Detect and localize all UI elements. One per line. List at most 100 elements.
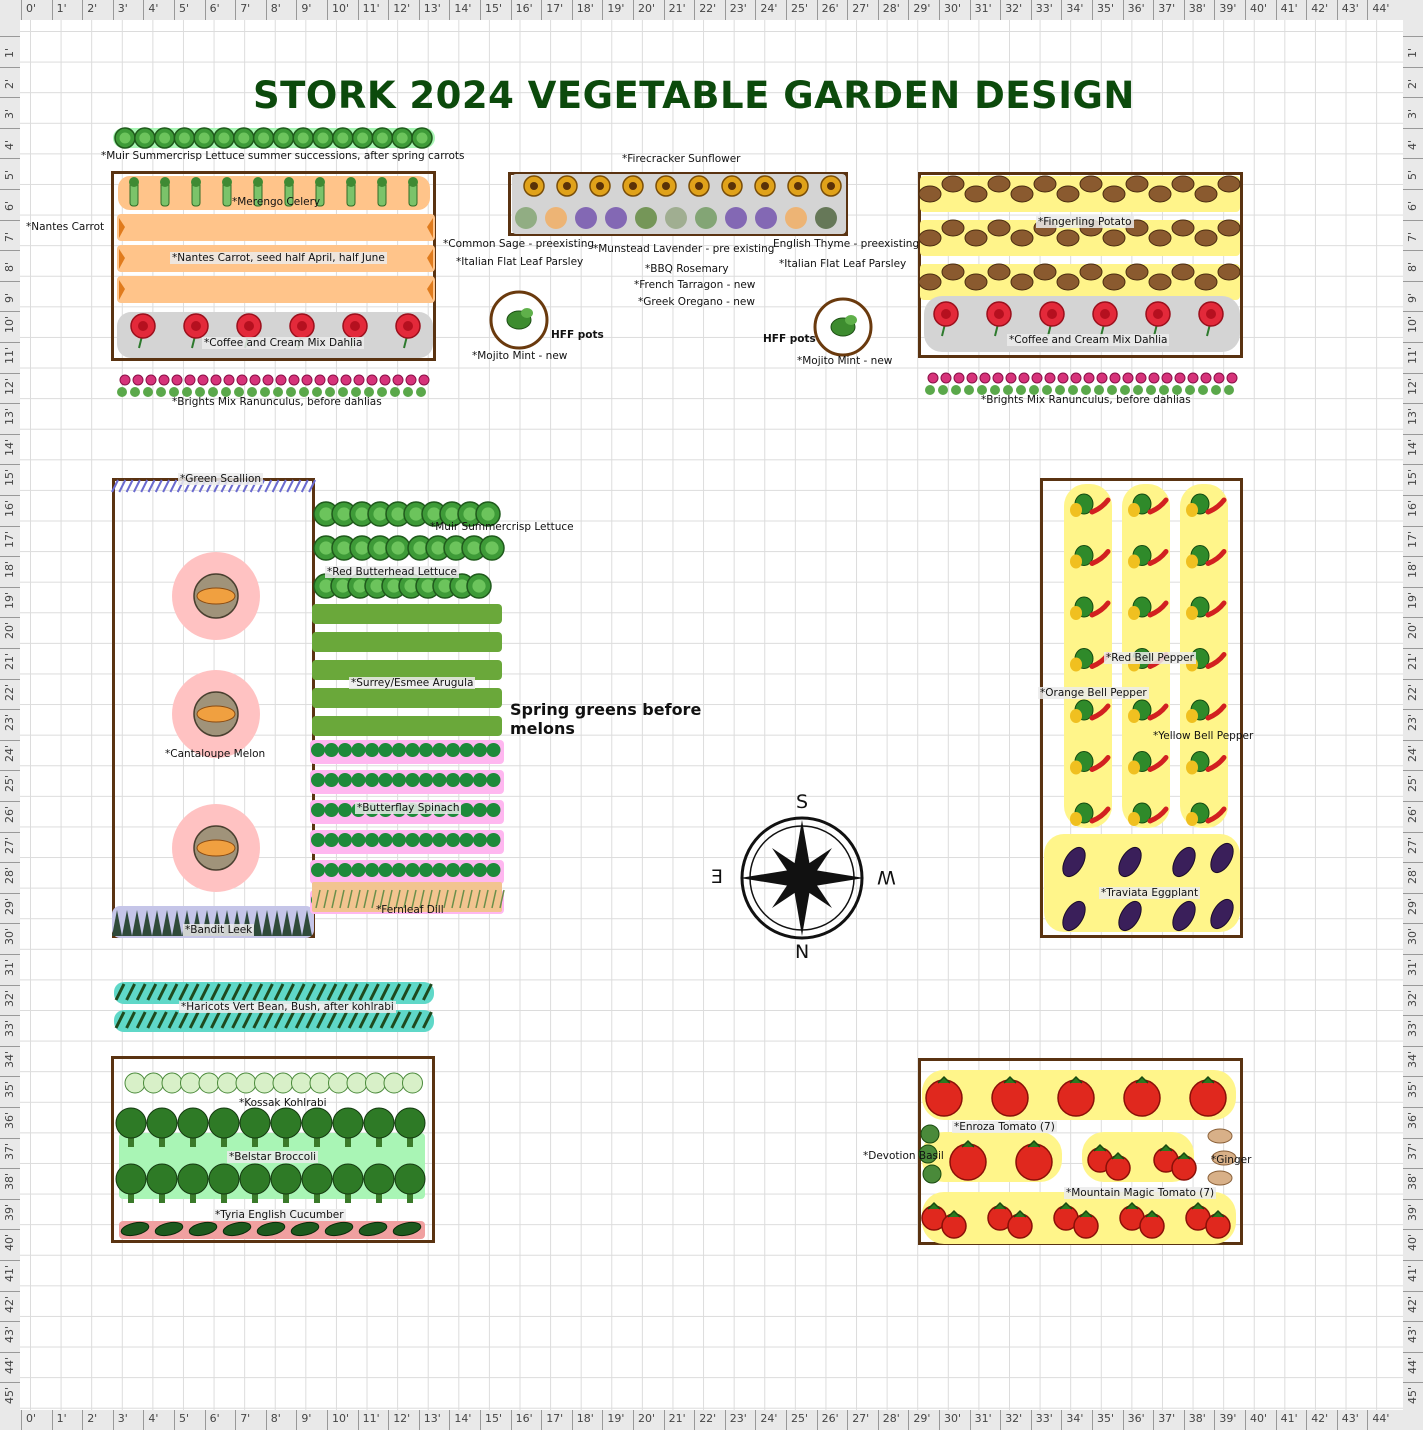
ginger-icon — [1207, 1170, 1233, 1186]
spinach-icon — [351, 773, 366, 787]
ranunculus-icon — [301, 374, 313, 386]
ruler-label: 25' — [3, 775, 16, 793]
potato-icon — [941, 175, 965, 193]
label-oregano: *Greek Oregano - new — [638, 296, 755, 308]
ranunculus-icon — [1031, 372, 1043, 384]
ranunculus-icon — [275, 374, 287, 386]
compass-n: N — [795, 941, 810, 963]
tomato-icon — [991, 1079, 1029, 1117]
bed-herbs — [508, 172, 848, 236]
tomato-icon — [941, 1213, 967, 1239]
spinach-icon — [419, 833, 433, 847]
spinach-icon — [432, 743, 447, 757]
ruler-label: 33' — [1035, 1412, 1053, 1425]
ruler-tick — [0, 311, 20, 313]
ranunculus-leaf — [325, 387, 335, 397]
bed-bottom-left — [111, 1056, 435, 1243]
broccoli-icon — [239, 1107, 271, 1139]
ranunculus-icon — [1161, 372, 1173, 384]
ruler-label: 27' — [852, 2, 870, 15]
ranunculus-leaf — [990, 385, 1000, 395]
ruler-tick — [1403, 1137, 1423, 1139]
bean-icon — [390, 1011, 401, 1029]
ruler-label: 42' — [3, 1295, 16, 1313]
potato-icon — [1171, 175, 1195, 193]
tomato-icon — [1007, 1213, 1033, 1239]
ruler-label: 33' — [1406, 1020, 1419, 1038]
spinach-icon — [338, 803, 352, 817]
ruler-tick — [755, 1410, 757, 1430]
lettuce-center — [370, 579, 384, 593]
ruler-tick — [418, 1410, 420, 1430]
ruler-tick — [1403, 66, 1423, 68]
ruler-tick — [1403, 1045, 1423, 1047]
spinach-icon — [378, 743, 393, 757]
broccoli-icon — [394, 1107, 426, 1139]
potato-icon — [1056, 229, 1080, 247]
ruler-tick — [1403, 433, 1423, 435]
bean-icon — [326, 983, 338, 1001]
ruler-tick — [112, 0, 114, 20]
ruler-tick — [1030, 1410, 1032, 1430]
ranunculus-icon — [236, 374, 248, 386]
lettuce-center — [467, 541, 481, 555]
lettuce-center — [404, 579, 418, 593]
melon-slice — [196, 705, 236, 723]
ranunculus-icon — [405, 374, 417, 386]
lettuce-center — [387, 579, 401, 593]
ruler-tick — [1403, 311, 1423, 313]
potato-icon — [1056, 185, 1080, 203]
kohlrabi-icon — [328, 1072, 349, 1094]
ruler-label: 39' — [1219, 2, 1237, 15]
kohlrabi-icon — [402, 1072, 423, 1094]
scallion-icon — [271, 479, 280, 493]
ruler-label: 9' — [1406, 292, 1419, 303]
ruler-label: 13' — [423, 2, 441, 15]
ranunculus-icon — [314, 374, 326, 386]
ruler-tick — [51, 0, 53, 20]
broccoli-icon — [301, 1163, 333, 1195]
sunflower-center — [761, 182, 769, 190]
ruler-tick — [1092, 1410, 1093, 1430]
ruler-label: 5' — [3, 170, 16, 181]
pepper-yellow — [1128, 709, 1140, 723]
label-parsley-left: *Italian Flat Leaf Parsley — [456, 256, 584, 268]
lettuce-center — [373, 541, 387, 555]
ruler-label: 41' — [1280, 2, 1298, 15]
leek-row — [112, 906, 314, 938]
ruler-label: 34' — [1066, 1412, 1084, 1425]
ruler-label: 33' — [3, 1020, 16, 1038]
dill-leaf — [427, 889, 433, 909]
lettuce-center — [376, 132, 388, 144]
lettuce-center — [413, 541, 427, 555]
ruler-label: 43' — [3, 1326, 16, 1344]
celery-leaf — [377, 177, 387, 187]
potato-icon — [1102, 229, 1126, 247]
mint-pot-left — [489, 290, 549, 350]
basil-icon — [922, 1164, 942, 1184]
bean-icon — [241, 1011, 253, 1029]
ruler-label: 33' — [1035, 2, 1053, 15]
cucumber-icon — [188, 1221, 218, 1237]
ruler-label: 12' — [1406, 377, 1419, 395]
lettuce-center — [355, 541, 369, 555]
ruler-label: 11' — [362, 1412, 380, 1425]
ruler-label: 1' — [1406, 47, 1419, 58]
kohlrabi-icon — [254, 1072, 275, 1094]
scallion-icon — [169, 479, 178, 493]
celery-leaf — [191, 177, 201, 187]
ruler-label: 29' — [1406, 897, 1419, 915]
celery-leaf — [346, 177, 356, 187]
broccoli-icon — [270, 1163, 302, 1195]
broccoli-icon — [115, 1107, 147, 1139]
ruler-tick — [82, 1410, 84, 1430]
tomato-icon — [1015, 1143, 1053, 1181]
ranunculus-leaf — [208, 387, 218, 397]
ruler-tick — [0, 1015, 20, 1017]
bean-icon — [422, 1011, 433, 1029]
ruler-tick — [1403, 1229, 1423, 1231]
carrot-icon — [119, 280, 125, 300]
ruler-label: 21' — [1406, 652, 1419, 670]
label-tarragon: *French Tarragon - new — [634, 279, 756, 291]
ranunculus-leaf — [1042, 385, 1052, 395]
